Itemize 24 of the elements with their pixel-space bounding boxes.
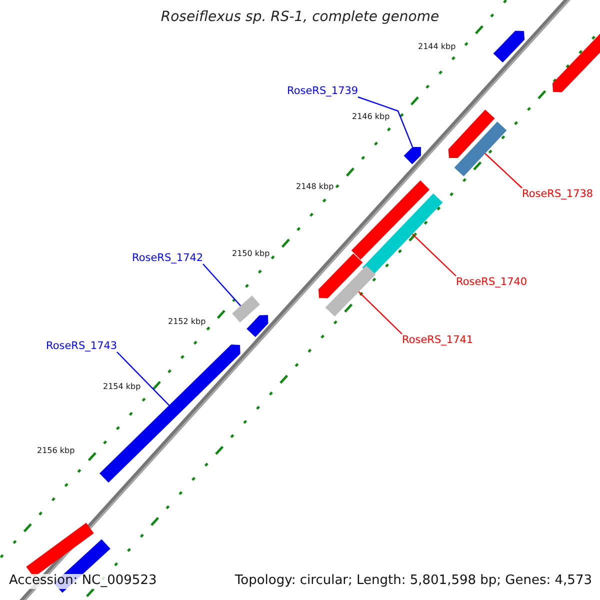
gene-segment	[325, 266, 376, 316]
gene-segment	[362, 194, 443, 276]
genome-info-text: Topology: circular; Length: 5,801,598 bp; Genes: 4,573	[234, 574, 592, 589]
leader-line	[412, 234, 456, 276]
leader-line	[358, 96, 414, 148]
leader-line	[202, 264, 242, 306]
gene-segment	[232, 296, 260, 322]
gene-label: RoseRS_1739	[287, 85, 358, 98]
tick-label: 2154 kbp	[103, 382, 141, 392]
gene-segment	[404, 147, 421, 164]
diagram-title: Roseiflexus sp. RS-1, complete genome	[160, 9, 440, 26]
tick-label: 2144 kbp	[418, 42, 456, 52]
gene-label: RoseRS_1741	[402, 334, 474, 346]
gene-label: RoseRS_1742	[132, 252, 204, 264]
leader-line	[116, 352, 170, 406]
leader-line	[358, 291, 402, 334]
tick-label: 2152 kbp	[168, 317, 206, 326]
accession-text: Accession: NC_009523	[9, 574, 157, 589]
gene-label: RoseRS_1743	[46, 340, 118, 352]
leader-line	[484, 153, 522, 188]
tick-label: 2150 kbp	[232, 249, 270, 258]
gene-label: RoseRS_1738	[522, 188, 594, 200]
gene-segment	[454, 122, 507, 176]
gene-label: RoseRS_1740	[456, 276, 528, 288]
